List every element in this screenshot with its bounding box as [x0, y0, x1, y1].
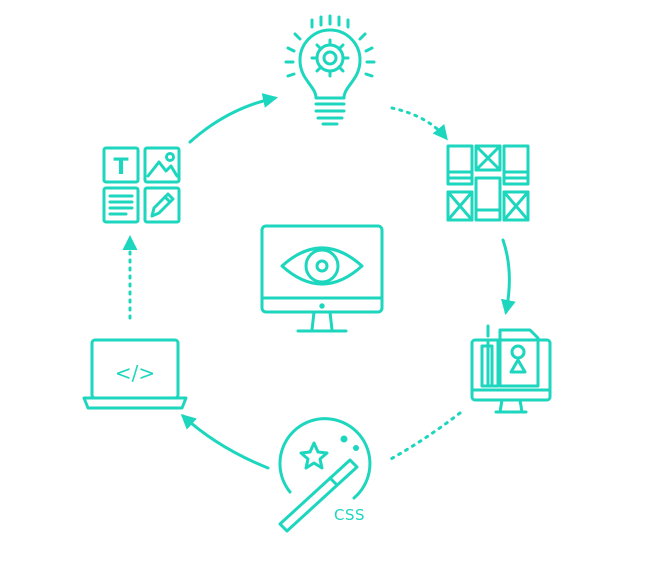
content-blocks-icon	[102, 146, 181, 224]
magic-wand-css-icon	[278, 417, 372, 533]
connector-idea-to-wireframe	[390, 106, 448, 141]
laptop-code-label: </>	[115, 361, 155, 385]
connector-content-to-idea	[188, 93, 278, 144]
monitor-eye-icon	[260, 224, 384, 333]
laptop-code-icon	[82, 338, 188, 410]
content-blocks-t-label: T	[113, 155, 128, 180]
css-label: CSS	[334, 506, 365, 524]
monitor-design-mockup-icon	[470, 324, 552, 414]
wireframe-grid-icon	[446, 144, 530, 222]
lightbulb-gear-icon	[284, 14, 376, 126]
connector-mockup-to-css	[387, 411, 462, 462]
connector-wireframe-to-mockup	[500, 238, 516, 315]
connector-css-to-laptop	[180, 413, 270, 470]
